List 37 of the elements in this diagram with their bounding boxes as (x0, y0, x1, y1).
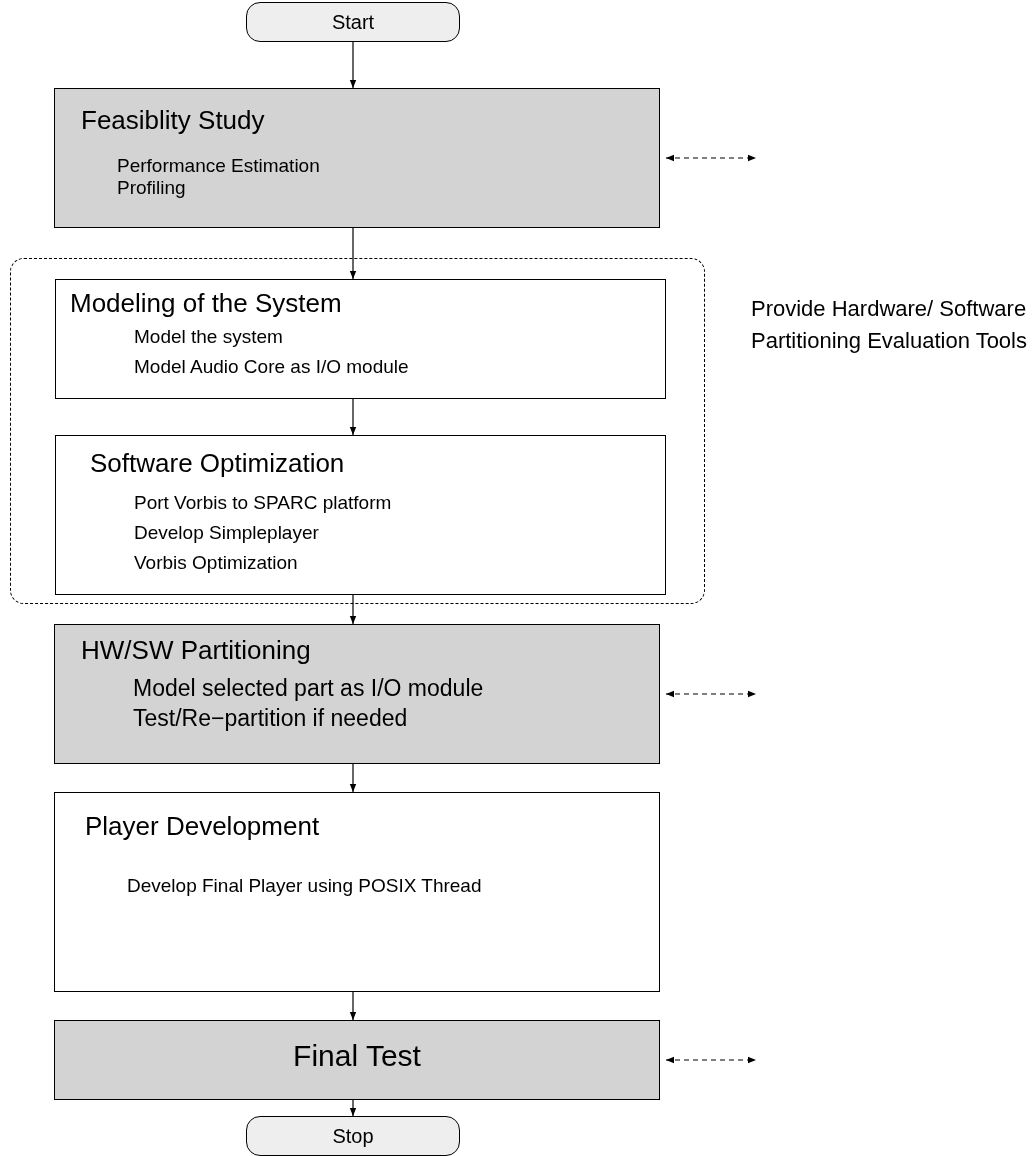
process-box (54, 1020, 660, 1100)
arrow (349, 41, 357, 89)
arrow (349, 227, 357, 280)
dashed-double-arrow (665, 154, 757, 162)
process-box (54, 624, 660, 764)
step-detail: Model Audio Core as I/O module (134, 356, 409, 378)
step-detail: Profiling (117, 177, 186, 199)
arrow (349, 398, 357, 436)
step-title: Feasiblity Study (81, 105, 265, 136)
step-detail: Develop Final Player using POSIX Thread (127, 875, 482, 897)
terminal-box (246, 2, 460, 42)
process-box (54, 88, 660, 228)
step-detail: Develop Simpleplayer (134, 522, 319, 544)
group-label: Provide Hardware/ Software Partitioning Evaluation Tools (751, 295, 1028, 355)
step-title: Final Test (292, 1039, 422, 1073)
step-detail: Vorbis Optimization (134, 552, 298, 574)
terminal-label: Start (330, 11, 376, 34)
arrow (349, 991, 357, 1021)
process-box (55, 279, 666, 399)
step-title: Player Development (85, 811, 320, 842)
step-detail: Test/Re−partition if needed (133, 705, 408, 732)
terminal-box (246, 1116, 460, 1156)
step-detail: Model selected part as I/O module (133, 675, 484, 702)
arrow (349, 594, 357, 625)
step-detail: Model the system (134, 326, 283, 348)
arrow (349, 763, 357, 793)
process-box (54, 792, 660, 992)
terminal-label: Stop (331, 1125, 375, 1148)
step-detail: Performance Estimation (117, 155, 320, 177)
step-title: HW/SW Partitioning (81, 635, 311, 666)
dashed-double-arrow (665, 1056, 757, 1064)
process-box (55, 435, 666, 595)
dashed-double-arrow (665, 690, 757, 698)
step-detail: Port Vorbis to SPARC platform (134, 492, 392, 514)
arrow (349, 1099, 357, 1117)
step-title: Software Optimization (90, 448, 345, 479)
step-title: Modeling of the System (70, 288, 342, 319)
